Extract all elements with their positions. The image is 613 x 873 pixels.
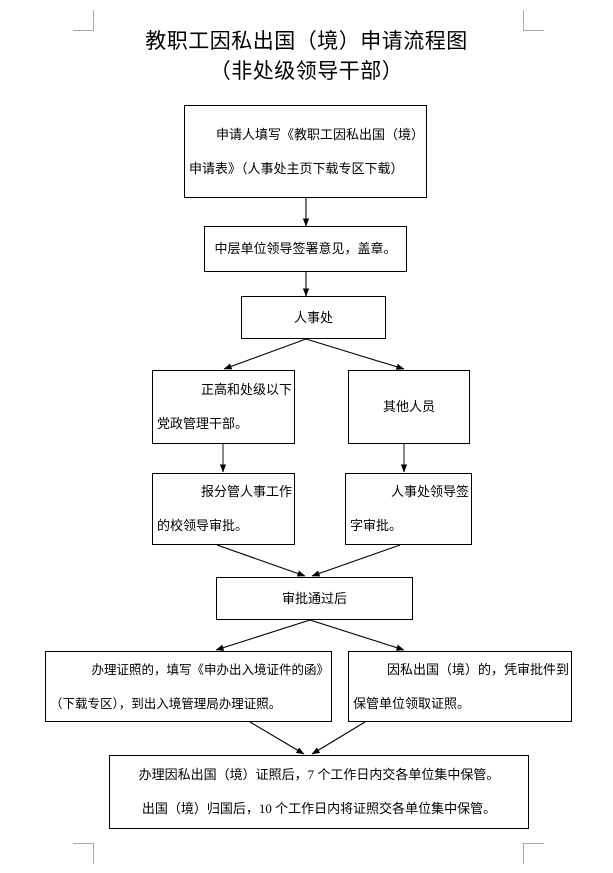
node-ho-sign-line-1: 人事处领导签 <box>390 484 469 499</box>
edge-apply-passport-to-custody <box>249 721 305 755</box>
node-other-staff-line-1: 其他人员 <box>382 399 435 414</box>
node-middle-unit-line-1: 中层单位领导签署意见，盖章。 <box>214 241 397 256</box>
page-title-line-1: 教职工因私出国（境）申请流程图 <box>145 29 468 53</box>
node-senior-cadre: 正高和处级以下 党政管理干部。 <box>152 370 295 444</box>
node-apply-passport: 办理证照的，填写《申办出入境证件的函》 （下载专区），到出入境管理局办理证照。 <box>45 651 332 722</box>
page-title-line-2: （非处级领导干部） <box>209 59 404 83</box>
node-collect-passport-line-1: 因私出国（境）的，凭审批件到 <box>386 661 569 677</box>
node-ho-sign: 人事处领导签 字审批。 <box>345 473 472 545</box>
crop-mark-top-right <box>523 10 544 31</box>
edge-ho-sign-to-after-approval <box>311 544 401 577</box>
node-collect-passport: 因私出国（境）的，凭审批件到 保管单位领取证照。 <box>348 651 572 722</box>
node-apply-passport-line-2: （下载专区），到出入境管理局办理证照。 <box>50 696 282 711</box>
edge-vp-approval-to-after-approval <box>216 544 306 577</box>
edge-personnel-office-to-other-staff <box>305 338 405 370</box>
page-title: 教职工因私出国（境）申请流程图 （非处级领导干部） <box>0 26 613 86</box>
node-apply-line-2: 申请表》（人事处主页下载专区下载） <box>189 160 404 176</box>
node-custody: 办理因私出国（境）证照后，7 个工作日内交各单位集中保管。 出国（境）归国后，1… <box>109 755 529 829</box>
node-after-approval-line-1: 审批通过后 <box>281 590 347 606</box>
node-ho-sign-line-2: 字审批。 <box>350 518 403 533</box>
node-middle-unit: 中层单位领导签署意见，盖章。 <box>204 226 407 272</box>
edge-collect-passport-to-custody <box>311 721 366 755</box>
edge-after-approval-to-collect-passport <box>309 619 405 651</box>
node-apply-line-1: 申请人填写《教职工因私出国（境） <box>215 126 424 142</box>
node-other-staff: 其他人员 <box>348 370 470 444</box>
node-apply-passport-line-1: 办理证照的，填写《申办出入境证件的函》 <box>91 662 329 677</box>
node-senior-cadre-line-2: 党政管理干部。 <box>157 416 249 431</box>
node-vp-approval-line-1: 报分管人事工作 <box>200 484 292 499</box>
node-apply: 申请人填写《教职工因私出国（境） 申请表》（人事处主页下载专区下载） <box>184 105 427 198</box>
node-custody-line-1: 办理因私出国（境）证照后，7 个工作日内交各单位集中保管。 <box>138 767 500 782</box>
node-collect-passport-line-2: 保管单位领取证照。 <box>353 695 471 711</box>
node-after-approval: 审批通过后 <box>216 577 413 620</box>
crop-mark-bottom-left <box>73 843 94 864</box>
node-vp-approval-line-2: 的校领导审批。 <box>157 518 249 533</box>
edge-after-approval-to-apply-passport <box>215 619 311 651</box>
node-senior-cadre-line-1: 正高和处级以下 <box>200 382 292 397</box>
node-personnel-office-line-1: 人事处 <box>293 309 333 325</box>
node-vp-approval: 报分管人事工作 的校领导审批。 <box>152 473 295 545</box>
crop-mark-top-left <box>73 10 94 31</box>
crop-mark-bottom-right <box>523 843 544 864</box>
node-personnel-office: 人事处 <box>241 296 386 339</box>
edge-personnel-office-to-senior-cadre <box>223 338 307 370</box>
node-custody-line-2: 出国（境）归国后，10 个工作日内将证照交各单位集中保管。 <box>141 801 497 816</box>
